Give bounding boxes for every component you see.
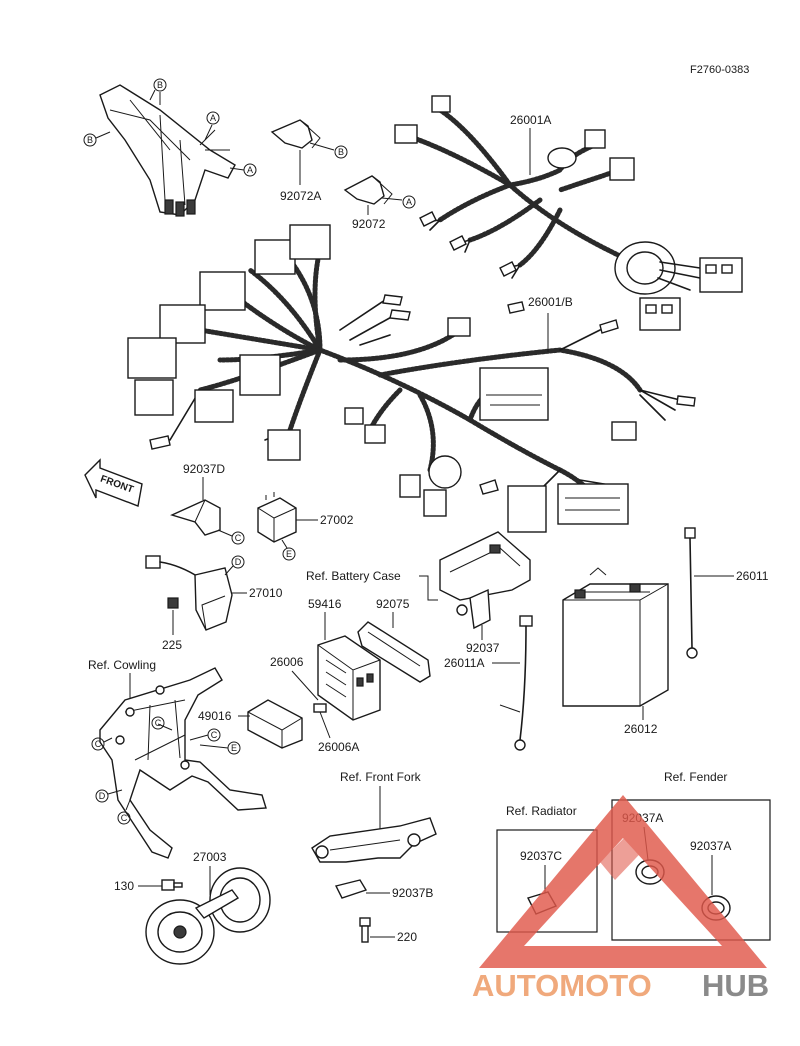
callout-letter-d: D <box>99 791 106 801</box>
callout-letter-c: C <box>235 533 242 543</box>
bolt-130 <box>161 879 183 891</box>
battery-case-bracket <box>439 531 531 616</box>
ref-front-fork: Ref. Front Fork <box>340 770 422 784</box>
callout-letter-e: E <box>286 549 292 559</box>
label-92072a: 92072A <box>280 189 321 203</box>
watermark-logo <box>479 795 767 968</box>
relay-27002 <box>257 492 297 543</box>
fuse-box-59416 <box>317 635 381 721</box>
callout-letter-d: D <box>235 557 242 567</box>
harness-26001b <box>127 224 696 533</box>
clamp-92037d <box>170 499 221 536</box>
label-26006a: 26006A <box>318 740 359 754</box>
front-direction-arrow: FRONT <box>84 458 143 507</box>
callout-letter-a: A <box>210 113 216 123</box>
label-92037c: 92037C <box>520 849 562 863</box>
label-220: 220 <box>397 930 417 944</box>
triangle-logo-icon <box>479 795 767 968</box>
ref-cowling: Ref. Cowling <box>88 658 156 672</box>
label-49016: 49016 <box>198 709 232 723</box>
bolt-220 <box>359 917 371 943</box>
label-26011: 26011 <box>736 569 769 583</box>
battery-26012 <box>562 567 669 707</box>
callout-letter-b: B <box>157 80 163 90</box>
watermark-text-secondary: HUB <box>702 968 769 1003</box>
cable-26011 <box>684 527 698 659</box>
label-26001a: 26001A <box>510 113 551 127</box>
regulator-27010 <box>145 555 233 631</box>
fender-box <box>611 799 771 941</box>
horn-27003 <box>145 867 271 965</box>
callout-letter-c: C <box>95 739 102 749</box>
label-59416: 59416 <box>308 597 342 611</box>
label-26012: 26012 <box>624 722 658 736</box>
cable-26011a <box>499 615 533 751</box>
ref-fender: Ref. Fender <box>664 770 727 784</box>
clamp-92072 <box>343 175 393 205</box>
label-92037a: 92037A <box>690 839 731 853</box>
label-27003: 27003 <box>193 850 227 864</box>
label-92072: 92072 <box>352 217 386 231</box>
diagram-code: F2760-0383 <box>690 64 749 76</box>
callout-letter-b: B <box>338 147 344 157</box>
callout-letter-e: E <box>231 743 237 753</box>
fuse-26006a <box>313 703 327 713</box>
ref-radiator: Ref. Radiator <box>506 804 577 818</box>
label-92037: 92037 <box>466 641 500 655</box>
label-27002: 27002 <box>320 513 354 527</box>
clamp-92037b <box>334 879 368 899</box>
label-27010: 27010 <box>249 586 283 600</box>
harness-26001a <box>394 95 743 331</box>
frame-drawing <box>99 84 236 217</box>
label-26001b: 26001/B <box>528 295 573 309</box>
strap-92075 <box>357 621 431 683</box>
callout-letter-c: C <box>155 718 162 728</box>
radiator-box <box>496 829 598 933</box>
callout-letter-c: C <box>211 730 218 740</box>
label-92037d: 92037D <box>183 462 225 476</box>
label-26011a: 26011A <box>444 656 484 670</box>
front-fork-bracket <box>311 817 437 863</box>
label-225: 225 <box>162 638 182 652</box>
cowling-bracket <box>99 667 267 859</box>
label-26006: 26006 <box>270 655 304 669</box>
label-92075: 92075 <box>376 597 410 611</box>
watermark-text-primary: AUTOMOTO <box>472 968 652 1003</box>
callout-letter-b: B <box>87 135 93 145</box>
cover-49016 <box>247 699 303 749</box>
ref-battery-case: Ref. Battery Case <box>306 569 401 583</box>
callout-letter-c: C <box>121 813 128 823</box>
battery-strap-92037 <box>469 588 491 630</box>
callout-letter-a: A <box>247 165 253 175</box>
label-130: 130 <box>114 879 134 893</box>
label-92037b: 92037B <box>392 886 433 900</box>
callout-letter-a: A <box>406 197 412 207</box>
